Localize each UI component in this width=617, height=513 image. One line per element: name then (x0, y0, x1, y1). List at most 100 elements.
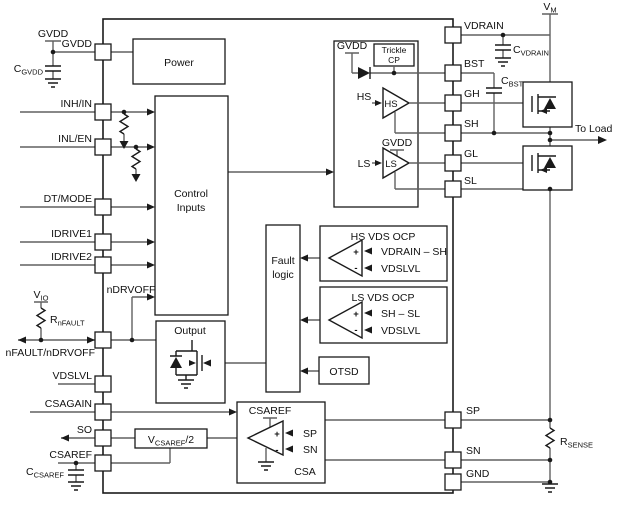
rsense-label: RSENSE (560, 436, 593, 450)
pin-bst (444, 64, 462, 82)
label-pin-bst: BST (464, 58, 485, 70)
rnfault-label: RnFAULT (50, 314, 85, 328)
ls-ocp-minus-input: VDSLVL (381, 325, 421, 337)
label-pin-gvdd: GVDD (62, 38, 93, 50)
pin-gl (444, 154, 462, 172)
capacitor-cbst-icon (485, 87, 503, 94)
label-pin-csagain: CSAGAIN (45, 398, 92, 410)
vio-label: VIO (34, 289, 49, 303)
pin-sn (444, 451, 462, 469)
diode-icon (358, 67, 371, 79)
ccsaref-ground-icon (67, 481, 85, 491)
hs-external-mosfet (522, 81, 573, 128)
hs-input-label: HS (357, 91, 372, 103)
block-fault-logic: Fault logic (265, 224, 301, 393)
pin-vdrain (444, 26, 462, 44)
hs-ocp-plus-input: VDRAIN – SH (381, 246, 447, 258)
pin-labels: GVDD INH/IN INL/EN DT/MODE IDRIVE1 IDRIV… (6, 20, 504, 480)
hs-vds-ocp-title: HS VDS OCP (351, 231, 416, 243)
ls-external-mosfet (522, 145, 573, 191)
pin-sp (444, 411, 462, 429)
csa-minus: - (275, 445, 278, 456)
power-label: Power (164, 57, 194, 69)
trickle-cp-label-2: CP (388, 55, 400, 65)
sense-resistor: RSENSE (541, 427, 593, 493)
pin-gvdd (94, 43, 112, 61)
gvdd-terminal-label: GVDD (38, 28, 69, 40)
csa-plus: + (274, 429, 280, 440)
ls-ocp-comparator-icon (327, 300, 363, 340)
vdrain-cap: CVDRAIN (494, 44, 549, 67)
csa-label: CSA (294, 466, 316, 478)
csa-sn-input-label: SN (303, 444, 318, 456)
ls-buffer-label: LS (385, 159, 397, 170)
label-pin-gnd: GND (466, 468, 490, 480)
trickle-cp-label-1: Trickle (382, 45, 407, 55)
label-pin-csaref: CSAREF (49, 449, 92, 461)
bst-cap: CBST (485, 75, 524, 94)
block-vcsaref-div2: VCSAREF/2 (134, 428, 208, 449)
pin-inh-in (94, 103, 112, 121)
junction-dots (38, 32, 553, 485)
pin-sh (444, 124, 462, 142)
control-inputs-label-2: Inputs (177, 202, 206, 214)
pin-so (94, 429, 112, 447)
vio-pullup: VIO RnFAULT (34, 289, 85, 329)
fault-logic-label-1: Fault (271, 255, 294, 267)
pin-gnd (444, 473, 462, 491)
rnfault-resistor-icon (36, 307, 46, 329)
block-control-inputs: Control Inputs (154, 95, 229, 316)
csa-amp-icon (246, 419, 284, 457)
pin-boxes (94, 26, 462, 491)
inl-pulldown (131, 148, 141, 182)
open-drain-mosfet-icon (170, 340, 203, 389)
label-pin-so: SO (77, 424, 92, 436)
pin-sl (444, 180, 462, 198)
block-csa: CSAREF + - SP SN CSA (236, 401, 326, 484)
ls-ocp-plus-input: SH – SL (381, 308, 420, 320)
pin-inl-en (94, 138, 112, 156)
cbst-label: CBST (501, 75, 524, 89)
vm-rail: VM (543, 1, 556, 15)
ls-ocp-minus: - (354, 325, 357, 336)
cgvdd-ground-icon (44, 78, 62, 88)
arrowheads (18, 100, 607, 453)
label-pin-sp: SP (466, 405, 480, 417)
ls-buffer-icon (382, 146, 411, 180)
hs-ocp-plus: + (353, 247, 359, 258)
cvdrain-label: CVDRAIN (513, 44, 549, 58)
ndrvoff-label: nDRVOFF (107, 284, 156, 296)
label-pin-vdslvl: VDSLVL (53, 370, 93, 382)
pin-csaref (94, 454, 112, 472)
ls-vds-ocp-title: LS VDS OCP (351, 292, 414, 304)
block-output: Output (155, 320, 226, 404)
label-pin-sn: SN (466, 445, 481, 457)
to-load-label: To Load (575, 123, 613, 135)
gvdd-ls-label: GVDD (382, 137, 413, 149)
label-pin-gh: GH (464, 88, 480, 100)
pin-gh (444, 94, 462, 112)
hs-ocp-minus-input: VDSLVL (381, 263, 421, 275)
hs-buffer-icon (382, 86, 411, 120)
resistor-icon (119, 113, 129, 135)
label-pin-sh: SH (464, 118, 479, 130)
pin-idrive1 (94, 233, 112, 251)
rsense-resistor-icon (545, 427, 555, 449)
label-pin-vdrain: VDRAIN (464, 20, 504, 32)
vcsaref-div2-label: VCSAREF/2 (148, 434, 194, 448)
block-ls-vds-ocp: LS VDS OCP + - SH – SL VDSLVL (319, 286, 448, 344)
block-power: Power (132, 38, 226, 85)
gvdd-hs-label: GVDD (337, 40, 368, 52)
ic-boundary (102, 18, 454, 494)
label-pin-inh-in: INH/IN (61, 98, 93, 110)
hs-ocp-comparator-icon (327, 238, 363, 278)
hs-buffer-label: HS (384, 99, 397, 110)
pin-idrive2 (94, 256, 112, 274)
block-hs-vds-ocp: HS VDS OCP + - VDRAIN – SH VDSLVL (319, 225, 448, 282)
label-pin-nfault: nFAULT/nDRVOFF (6, 347, 95, 359)
block-gate-driver: Trickle CP GVDD HS HS GVDD LS LS (333, 40, 445, 208)
pin-nfault (94, 331, 112, 349)
rsense-ground-icon (541, 483, 559, 493)
cvdrain-ground-icon (494, 57, 512, 67)
